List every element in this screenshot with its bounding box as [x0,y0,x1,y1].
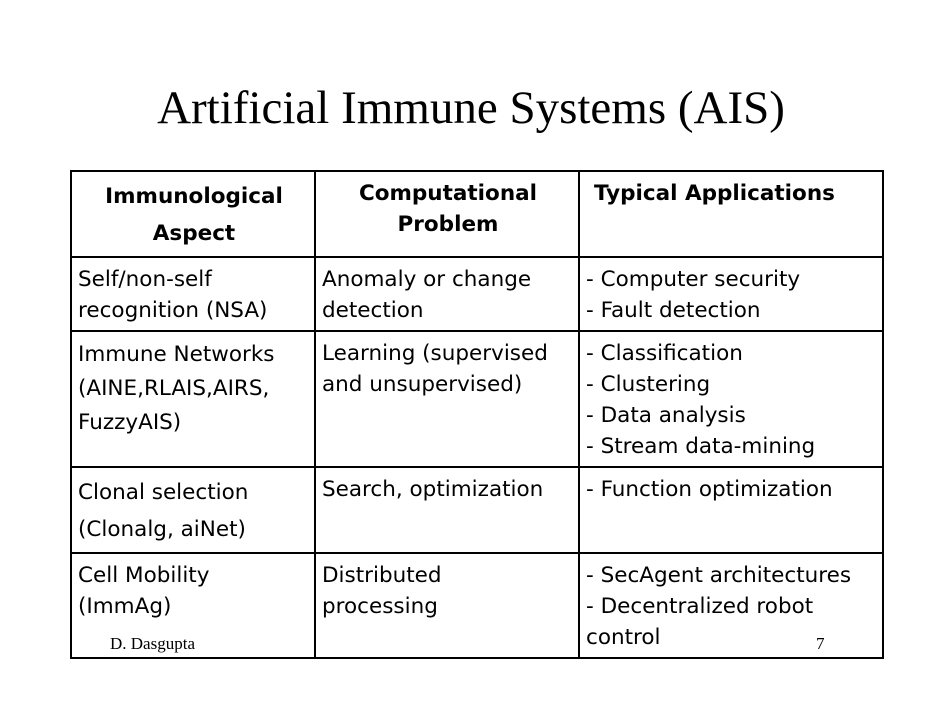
header-immunological-aspect: Immunological Aspect [70,170,316,258]
cell-applications: - SecAgent architectures - Decentralized… [578,552,884,659]
page-number: 7 [816,634,825,653]
cell-aspect: Immune Networks (AINE,RLAIS,AIRS, FuzzyA… [70,330,316,468]
cell-line: (AINE,RLAIS,AIRS, [78,376,270,401]
cell-line: Cell Mobility [78,563,210,588]
cell-line: Clonal selection [78,480,249,505]
header-typical-applications: Typical Applications [578,170,884,258]
cell-line: - Decentralized robot [586,594,814,619]
cell-line: - Classification [586,341,743,366]
cell-aspect: Clonal selection (Clonalg, aiNet) [70,466,316,554]
cell-line: Distributed [322,563,442,588]
cell-problem: Search, optimization [314,466,580,554]
ais-table: Immunological Aspect Computational Probl… [70,170,884,659]
cell-line: FuzzyAIS) [78,410,182,435]
cell-aspect: Self/non-self recognition (NSA) [70,256,316,332]
cell-applications: - Computer security - Fault detection [578,256,884,332]
cell-line: Search, optimization [322,477,544,502]
header-line: Immunological [105,184,283,209]
cell-aspect: Cell Mobility (ImmAg) [70,552,316,659]
cell-line: Anomaly or change [322,267,532,292]
table-row: Cell Mobility (ImmAg) Distributed proces… [70,552,884,659]
footer-author: D. Dasgupta [110,634,195,653]
cell-line: control [586,625,661,650]
cell-problem: Distributed processing [314,552,580,659]
cell-line: - SecAgent architectures [586,563,852,588]
table-header-row: Immunological Aspect Computational Probl… [70,170,884,258]
header-line: Aspect [152,221,236,246]
cell-line: processing [322,594,438,619]
cell-line: Self/non-self [78,267,212,292]
table-row: Immune Networks (AINE,RLAIS,AIRS, FuzzyA… [70,330,884,468]
header-line: Typical Applications [594,181,835,206]
cell-line: - Clustering [586,372,711,397]
cell-line: (Clonalg, aiNet) [78,517,246,542]
cell-applications: - Classification - Clustering - Data ana… [578,330,884,468]
cell-line: Learning (supervised [322,341,548,366]
header-line: Problem [397,212,499,237]
slide-title: Artificial Immune Systems (AIS) [157,82,785,134]
header-line: Computational [358,181,538,206]
table-row: Self/non-self recognition (NSA) Anomaly … [70,256,884,332]
cell-line: and unsupervised) [322,372,523,397]
cell-line: recognition (NSA) [78,298,268,323]
cell-line: - Fault detection [586,298,761,323]
cell-problem: Anomaly or change detection [314,256,580,332]
cell-applications: - Function optimization [578,466,884,554]
table-row: Clonal selection (Clonalg, aiNet) Search… [70,466,884,554]
cell-line: - Stream data-mining [586,434,816,459]
header-computational-problem: Computational Problem [314,170,580,258]
cell-line: - Function optimization [586,477,833,502]
cell-problem: Learning (supervised and unsupervised) [314,330,580,468]
cell-line: - Data analysis [586,403,746,428]
cell-line: (ImmAg) [78,594,172,619]
cell-line: - Computer security [586,267,801,292]
cell-line: Immune Networks [78,342,275,367]
cell-line: detection [322,298,424,323]
